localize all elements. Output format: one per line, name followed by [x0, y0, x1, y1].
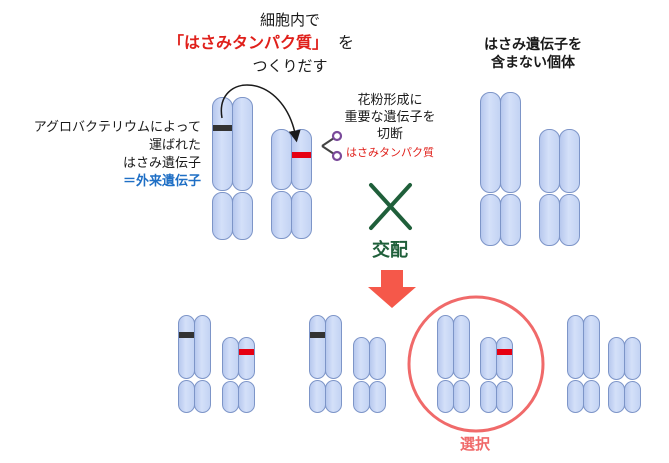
- cross-label: 交配: [372, 240, 408, 261]
- chromosome-bottom-1-d-arm: [238, 337, 255, 380]
- chromosome-top-left-b-arm: [232, 97, 253, 191]
- top-caption-line1: 細胞内で: [259, 11, 320, 29]
- bottom-2-dark-band: [310, 332, 325, 338]
- right-caption-line1: はさみ遺伝子を: [484, 37, 582, 53]
- chromosome-top-left-b-leg: [232, 192, 253, 240]
- chromosome-top-right-d-leg: [559, 194, 580, 246]
- cut-caption-line3: 切断: [376, 127, 403, 142]
- chromosome-top-second-b-leg: [291, 191, 312, 239]
- chromosome-top-right-b-arm: [500, 92, 521, 193]
- left-caption-line4: ＝外来遺伝子: [122, 174, 201, 189]
- bottom-3-red-band: [497, 349, 512, 355]
- chromosome-bottom-4-d-arm: [624, 337, 641, 380]
- select-label: 選択: [459, 435, 490, 453]
- curved-arrow-icon: [220, 84, 301, 143]
- chromosome-bottom-3-b-leg: [453, 380, 470, 413]
- chromosome-bottom-1-b-arm: [194, 315, 211, 379]
- chromosome-bottom-1-b-leg: [194, 380, 211, 413]
- bottom-1-dark-band: [179, 332, 194, 338]
- chromosome-bottom-2-d-leg: [369, 381, 386, 413]
- pollen-gene-red-band: [292, 152, 311, 158]
- chromosome-bottom-2-b-leg: [325, 380, 342, 413]
- bottom-1-red-band: [239, 349, 254, 355]
- right-caption-line2: 含まない個体: [491, 55, 575, 71]
- chromosome-top-right-d-arm: [559, 129, 580, 193]
- chromosome-bottom-2-d-arm: [369, 337, 386, 380]
- top-caption-suffix: を: [338, 33, 355, 52]
- cross-mark-icon: [369, 183, 412, 230]
- foreign-gene-band: [213, 125, 232, 131]
- left-caption-line3: はさみ遺伝子: [122, 156, 201, 171]
- top-caption-line2: 「はさみタンパク質」を: [168, 33, 355, 53]
- top-caption-line3: つくりだす: [252, 57, 328, 75]
- chromosome-bottom-3-d-arm: [496, 337, 513, 380]
- chromosome-top-second-b-arm: [291, 129, 312, 190]
- scissors-icon: [321, 130, 343, 162]
- left-caption-line2: 運ばれた: [148, 138, 201, 153]
- chromosome-bottom-1-d-leg: [238, 381, 255, 413]
- top-caption-highlight: 「はさみタンパク質」: [168, 33, 329, 52]
- cut-caption-line2: 重要な遺伝子を: [344, 110, 436, 125]
- chromosome-bottom-2-b-arm: [325, 315, 342, 379]
- chromosome-bottom-3-d-leg: [496, 381, 513, 413]
- chromosome-bottom-4-b-arm: [583, 315, 600, 379]
- chromosome-bottom-4-b-leg: [583, 380, 600, 413]
- left-caption-line1: アグロバクテリウムによって: [33, 120, 201, 135]
- selection-circle: [407, 295, 545, 433]
- chromosome-bottom-3-b-arm: [453, 315, 470, 379]
- cut-caption-line1: 花粉形成に: [357, 93, 423, 108]
- chromosome-top-right-b-leg: [500, 194, 521, 246]
- down-arrow-icon: [368, 270, 416, 308]
- chromosome-bottom-4-d-leg: [624, 381, 641, 413]
- cut-caption-protein: はさみタンパク質: [346, 146, 434, 159]
